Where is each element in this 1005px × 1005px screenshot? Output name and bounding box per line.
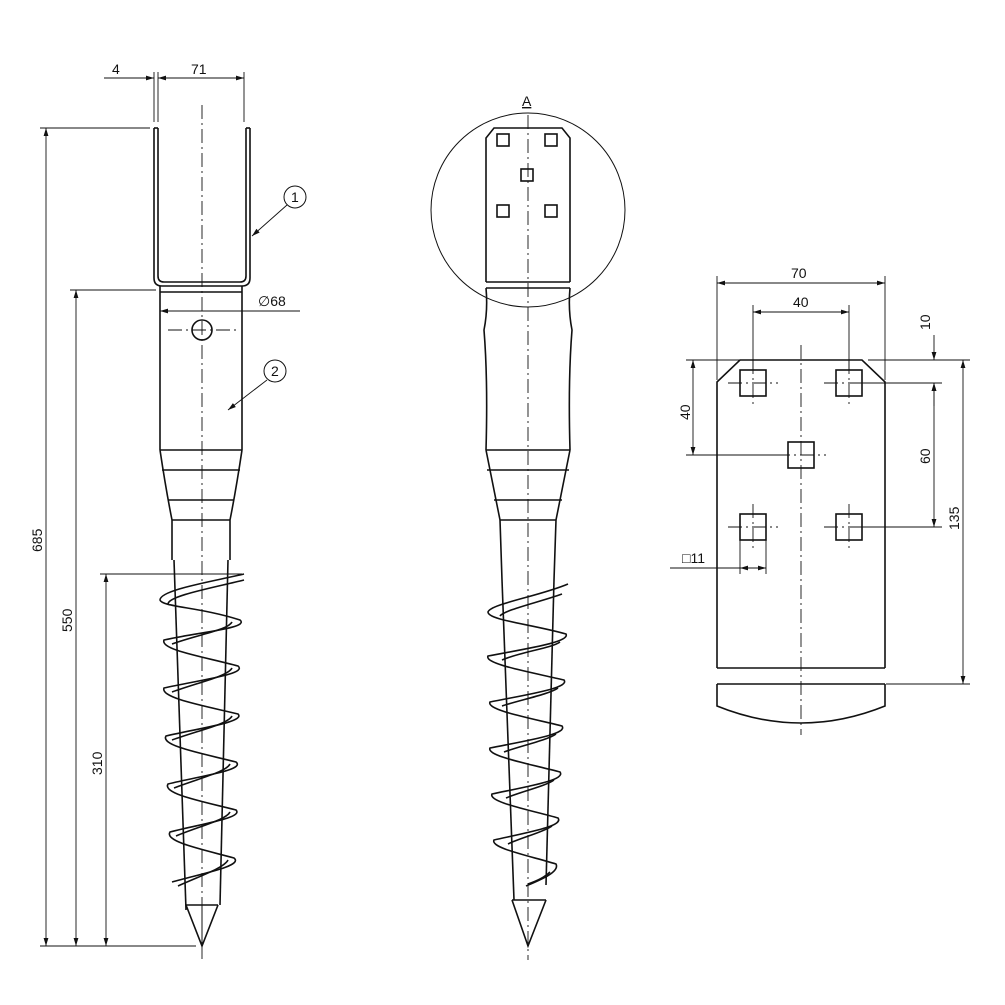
middle-plate [485,127,571,289]
middle-view: A [430,93,626,960]
dim-40-v: 40 [677,359,788,456]
dim-40-h: 40 [752,294,850,370]
callout-1-label: 1 [291,189,299,205]
dim-hole-vertical: 40 [677,404,693,420]
detail-view: 70 40 40 10 60 [670,265,970,735]
detail-label: A [522,93,532,109]
dim-diameter: ∅68 [160,293,300,316]
dim-inner: 71 [191,61,207,77]
tip-left [185,904,219,949]
helix-middle [487,579,569,901]
dim-top: 4 71 [104,61,245,122]
u-bracket [153,127,251,287]
dim-135: 135 [886,359,970,685]
helix-left [159,559,245,911]
middle-tube [483,287,573,581]
dim-10: 10 [862,314,942,406]
dim-hole-size: □11 [682,550,705,566]
dim-310: 310 [89,573,242,946]
dim-550: 550 [59,289,156,946]
callout-1: 1 [251,185,307,237]
left-view: 4 71 685 550 310 ∅68 [29,61,307,962]
detail-circle [430,112,626,308]
callout-2: 2 [227,359,287,411]
dim-diameter-text: ∅68 [258,293,286,309]
dim-vertical-spacing: 60 [917,448,933,464]
callout-2-label: 2 [271,363,279,379]
dim-plate-height: 135 [946,506,962,530]
dim-11: □11 [670,540,767,574]
tip-middle [511,899,547,949]
dim-below-bracket: 550 [59,608,75,632]
dim-60: 60 [862,383,942,528]
dim-width: 70 [791,265,807,281]
dim-685: 685 [29,127,196,947]
dim-total-height: 685 [29,528,45,552]
tube-body [159,286,243,560]
dim-top-offset: 10 [917,314,933,330]
dim-hole-spacing: 40 [793,294,809,310]
cross-hole [168,319,236,341]
dim-screw-length: 310 [89,751,105,775]
dim-wall: 4 [112,61,120,77]
dim-70: 70 [716,265,886,380]
